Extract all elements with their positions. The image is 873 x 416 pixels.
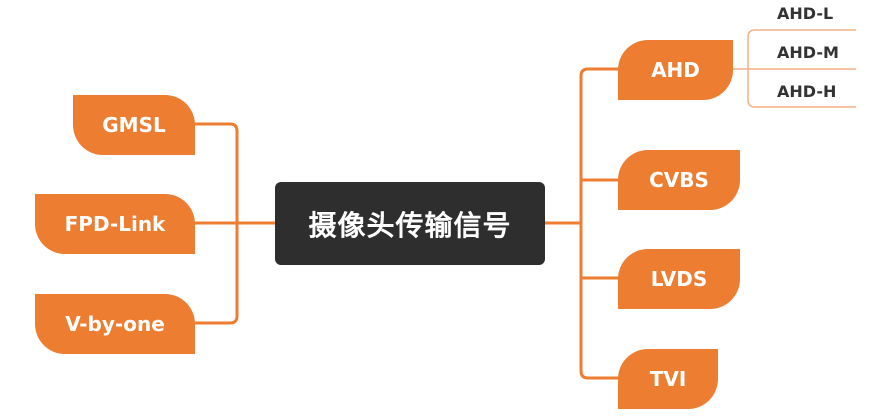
- node-ahd-h: AHD-H: [777, 82, 837, 101]
- node-ahd-l: AHD-L: [777, 4, 834, 23]
- node-gmsl: GMSL: [73, 95, 195, 155]
- node-cvbs: CVBS: [618, 150, 740, 210]
- node-v-by-one: V-by-one: [35, 294, 195, 354]
- node-tvi: TVI: [618, 349, 718, 409]
- node-ahd-m: AHD-M: [777, 43, 839, 62]
- center-node: 摄像头传输信号: [275, 182, 545, 265]
- node-ahd: AHD: [618, 40, 733, 100]
- node-lvds: LVDS: [618, 249, 740, 309]
- connector-right-trunk: [579, 67, 620, 380]
- node-fpd-link: FPD-Link: [35, 194, 195, 254]
